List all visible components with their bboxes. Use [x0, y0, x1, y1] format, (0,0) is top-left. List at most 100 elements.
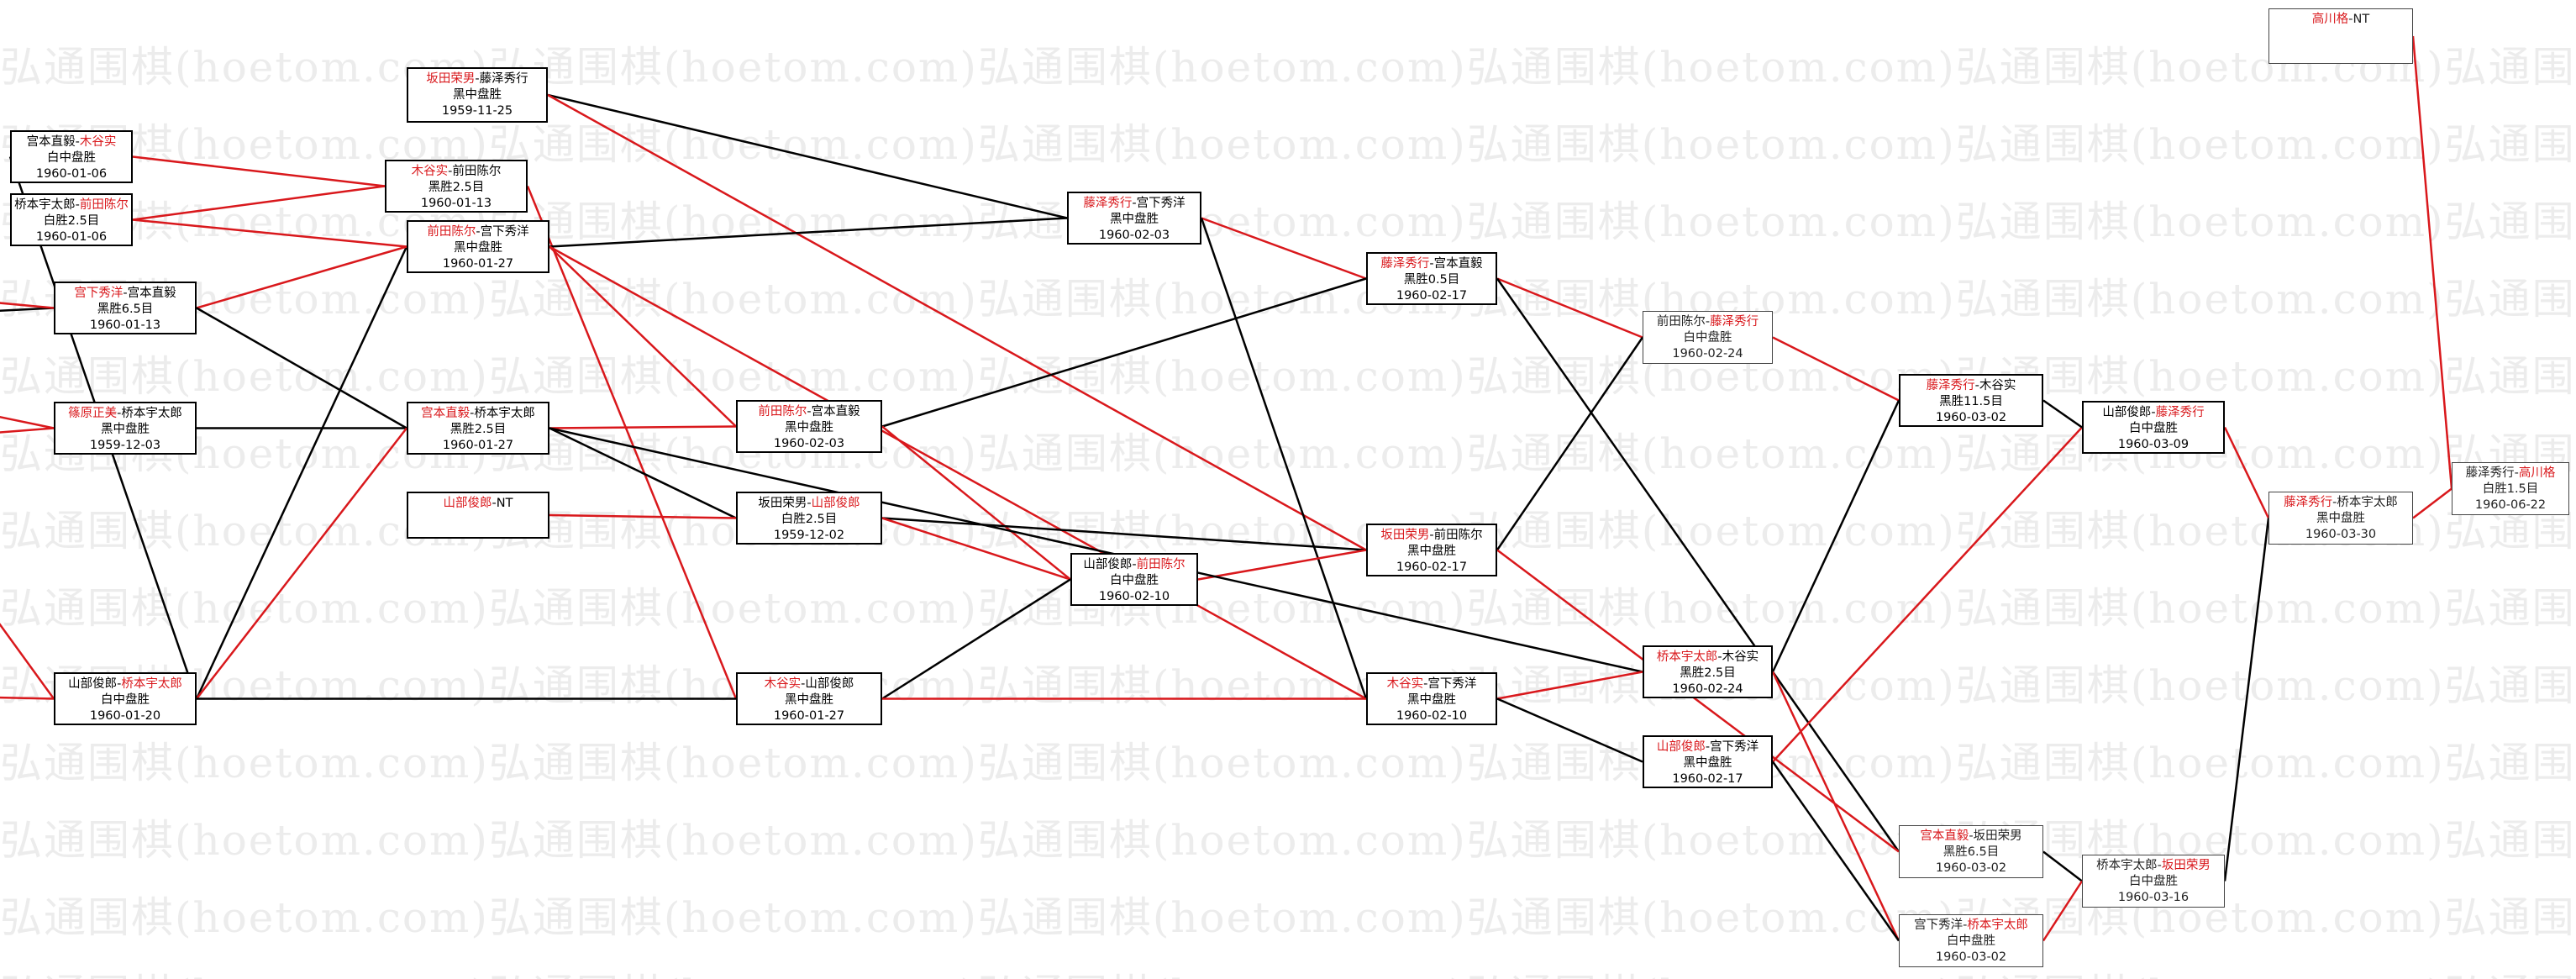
match-players: 藤泽秀行-桥本宇太郎	[2269, 495, 2412, 511]
match-result: 黑胜0.5目	[1403, 273, 1460, 287]
match-box-n15[interactable]: 山部俊郎-NT	[407, 492, 549, 539]
connector-n5-n6	[549, 217, 1068, 248]
player-white: 桥本宇太郎	[1967, 918, 2028, 932]
match-players: 桥本宇太郎-前田陈尔	[12, 197, 131, 213]
match-result: 黑中盘胜	[454, 241, 502, 255]
match-date: 1960-01-27	[442, 439, 514, 452]
connector-n10-n11	[2042, 399, 2083, 429]
player-black: 藤泽秀行	[2465, 466, 2515, 480]
connector-n24-n25	[2042, 850, 2083, 882]
player-black: 前田陈尔	[1656, 315, 1706, 329]
player-black: 高川格	[2311, 13, 2349, 26]
match-date: 1960-01-13	[89, 318, 161, 332]
connector-n7-n13	[196, 307, 407, 429]
connector-offL2-n7	[0, 302, 55, 309]
player-white: NT	[2353, 13, 2370, 26]
connector-n14-n8	[881, 277, 1367, 428]
connector-n13-n22	[549, 427, 1643, 673]
connector-n8-n24	[1496, 277, 1900, 853]
match-players: 宫下秀洋-宫本直毅	[55, 286, 195, 302]
player-black: 山部俊郎	[443, 497, 492, 510]
match-result: 白中盘胜	[1947, 934, 1995, 948]
connector-n17-n9	[1496, 336, 1644, 551]
player-white: 山部俊郎	[805, 677, 854, 691]
player-white: NT	[496, 497, 513, 510]
player-separator: -	[807, 405, 812, 418]
player-black: 木谷实	[411, 165, 449, 178]
match-result: 黑胜6.5目	[97, 303, 154, 316]
match-box-n7[interactable]: 宫下秀洋-宫本直毅黑胜6.5目 1960-01-13	[54, 282, 197, 334]
connector-offL4-n12	[0, 427, 55, 434]
match-date: 1960-03-16	[2117, 891, 2190, 904]
player-black: 宫下秀洋	[1914, 918, 1964, 932]
match-result: 白胜1.5目	[2482, 482, 2539, 496]
connector-n13-n16	[549, 427, 737, 519]
match-players: 山部俊郎-宫下秀洋	[1644, 740, 1771, 755]
connector-offL1-n7	[0, 307, 55, 312]
connector-n16-n18	[881, 517, 1071, 581]
player-separator: -	[1429, 257, 1434, 271]
player-white: 前田陈尔	[1136, 558, 1185, 571]
match-box-n28[interactable]: 高川格-NT	[2268, 8, 2413, 64]
connector-n22-n10	[1771, 399, 1900, 673]
match-result: 黑胜2.5目	[1680, 666, 1736, 680]
match-result: 黑胜11.5目	[1939, 395, 2003, 408]
player-separator: -	[123, 287, 128, 300]
match-date: 1960-02-10	[1098, 590, 1170, 603]
match-players: 前田陈尔-宫本直毅	[738, 404, 881, 420]
match-players: 山部俊郎-NT	[408, 496, 548, 512]
connector-n20-n18	[881, 578, 1071, 700]
player-black: 藤泽秀行	[1083, 197, 1133, 210]
match-result: 黑中盘胜	[1683, 756, 1732, 770]
match-players: 木谷实-前田陈尔	[386, 164, 526, 180]
player-black: 篠原正美	[68, 407, 118, 420]
player-white: 前田陈尔	[79, 198, 129, 212]
connector-n6-n21	[1200, 218, 1368, 699]
player-separator: -	[801, 677, 806, 691]
match-date: 1959-11-25	[441, 104, 513, 118]
player-black: 山部俊郎	[1656, 740, 1706, 754]
match-date: 1960-02-10	[1396, 709, 1468, 723]
match-date: 1960-01-27	[442, 257, 514, 271]
player-separator: -	[1963, 918, 1968, 932]
player-black: 坂田荣男	[426, 72, 476, 86]
player-black: 宫本直毅	[1920, 829, 1969, 843]
connector-n21-n22	[1496, 671, 1643, 700]
match-date: 1960-02-17	[1396, 561, 1468, 574]
connector-n6-n8	[1201, 217, 1367, 280]
player-white: 桥本宇太郎	[2337, 496, 2398, 509]
match-date: 1960-02-03	[1098, 229, 1170, 242]
player-white: 藤泽秀行	[2155, 406, 2205, 419]
match-date: 1960-01-13	[420, 197, 492, 210]
player-white: 前田陈尔	[1433, 529, 1483, 542]
connector-n25-n27	[2223, 518, 2270, 882]
player-white: 前田陈尔	[452, 165, 502, 178]
